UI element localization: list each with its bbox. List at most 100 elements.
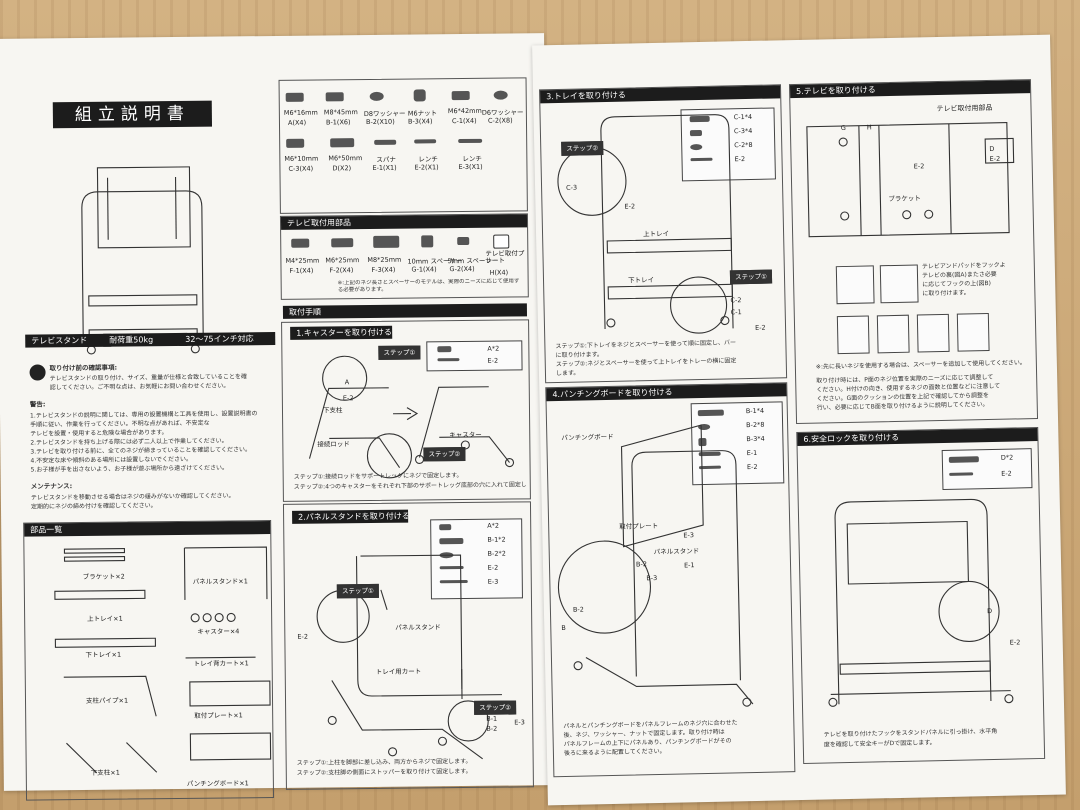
- step6-hardware-box: D*2 E-2: [941, 448, 1033, 491]
- step4-label-b2-callout: B-2: [635, 560, 648, 569]
- hw-code-6: C-2(X8): [487, 116, 513, 125]
- spec-name: テレビスタンド: [25, 333, 112, 348]
- step1-label-a-callout: A: [344, 378, 350, 387]
- step1-drawing: [308, 355, 515, 479]
- step1-tag-2: ステップ②: [423, 446, 466, 462]
- hw-name-10: レンチ: [418, 155, 438, 164]
- tv-stand-illustration: [81, 166, 204, 355]
- step3-label-c2-callout: C-2: [730, 296, 742, 305]
- tv-part-name-6: テレビ取付プレート: [485, 249, 525, 265]
- step3-label-c3-callout: C-3: [566, 183, 578, 192]
- step6-label-e2: E-2: [1001, 469, 1012, 478]
- plate-icon: [493, 234, 510, 249]
- hw-name-7: M6*10mm: [284, 154, 319, 163]
- step4-label-e1-callout: E-1: [683, 561, 695, 570]
- figure-c-box: [836, 315, 870, 355]
- hw-name-5: M6*42mm: [447, 106, 482, 116]
- step2-label-e2-callout: E-2: [297, 632, 308, 641]
- step6-panel: 6.安全ロックを取り付ける D*2 E-2 D E-2 テレビを取り付けたフック…: [796, 426, 1046, 764]
- bolt-icon: [331, 238, 354, 248]
- washer-icon: [369, 91, 384, 101]
- step2-label-tray-cart: トレイ用カート: [375, 667, 422, 676]
- step3-label-e2-callout: E-2: [624, 202, 636, 211]
- part-label-6: トレイ背カート×1: [193, 659, 249, 668]
- hw-code-8: D(X2): [332, 164, 352, 173]
- step3-label-c1-callout: C-1: [730, 308, 742, 317]
- part-label-10: パンチングボード×1: [186, 779, 249, 788]
- step5-text-4: に取り付けます。: [922, 289, 970, 298]
- step1-heading: 1.キャスターを取り付ける: [290, 325, 393, 340]
- tv-part-code-2: F-2(X4): [329, 266, 354, 275]
- hw-code-5: C-1(X4): [451, 116, 477, 126]
- hw-code-9: E-1(X1): [372, 163, 397, 172]
- hw-code-1: A(X4): [287, 118, 307, 127]
- bolt-icon: [451, 90, 470, 101]
- step2-drawing: [316, 554, 502, 760]
- manual-title: 組立説明書: [52, 100, 213, 129]
- figure-b-box: [879, 264, 919, 304]
- nut-icon: [413, 89, 426, 102]
- step1-label-lower-post: 下支柱: [322, 406, 343, 415]
- step6-label-d: D*2: [1000, 453, 1014, 462]
- hw-name-3: D8ワッシャー: [363, 109, 406, 119]
- bolt-icon: [285, 92, 304, 102]
- step1-label-e2-callout: E-2: [342, 394, 354, 403]
- tv-part-code-4: G-1(X4): [411, 265, 437, 274]
- step5-drawing: [806, 122, 1015, 238]
- step4-label-b2-callout-2: B-2: [572, 605, 584, 614]
- tv-parts-note: ※:上記のネジ長さとスペーサーのモデルは、実際のニーズに応じて使用する必要があり…: [337, 278, 520, 294]
- step2-heading: 2.パネルスタンドを取り付ける: [292, 509, 409, 524]
- washer-icon: [493, 90, 508, 100]
- step3-heading: 3.トレイを取り付ける: [540, 85, 781, 104]
- hw-code-4: B-3(X4): [407, 117, 433, 126]
- bolt-icon: [330, 138, 355, 148]
- wrench-icon: [414, 139, 437, 144]
- step6-label-e2-callout: E-2: [1009, 638, 1021, 647]
- caution-line-7: 5.お子様が手を出さないよう、お子様が遊ぶ場所から遠ざけてください。: [30, 464, 229, 474]
- parts-list-heading: 部品一覧: [24, 521, 271, 537]
- part-label-9: 下支柱×1: [90, 768, 120, 777]
- part-label-7: 支柱パイプ×1: [85, 696, 129, 705]
- step3-label-upper-tray: 上トレイ: [642, 229, 670, 239]
- spacer-icon: [421, 235, 434, 248]
- part-label-8: 取付プレート×1: [194, 711, 243, 720]
- bolt-icon: [325, 92, 344, 102]
- figure-e-box: [916, 313, 950, 353]
- step5-panel: 5.テレビを取り付ける テレビ取付用部品 G H E-2 ブラケット D E-2…: [788, 79, 1039, 425]
- tv-parts-heading: テレビ取付用部品: [280, 214, 528, 230]
- step1-label-caster: キャスター: [449, 430, 482, 440]
- hw-name-1: M6*16mm: [283, 108, 318, 117]
- bolt-icon: [291, 238, 310, 248]
- step2-panel: 2.パネルスタンドを取り付ける A*2 B-1*2 B-2*2 E-2 E-3 …: [282, 501, 534, 790]
- figure-a-box: [835, 265, 875, 305]
- step5-label-h: H: [866, 123, 872, 132]
- part-label-2: パネルスタンド×1: [192, 577, 248, 586]
- maintenance-line-2: 定期的にネジの締め付けを確認してください。: [30, 502, 157, 511]
- tv-parts-panel: テレビ取付用部品 M4*25mm F-1(X4) M6*25mm F-2(X4)…: [279, 213, 529, 300]
- step5-heading: 5.テレビを取り付ける: [789, 80, 1031, 99]
- spanner-icon: [374, 139, 397, 145]
- tv-part-code-6: H(X4): [489, 268, 509, 277]
- part-label-3: 上トレイ×1: [87, 614, 123, 623]
- step4-panel: 4.パンチングボードを取り付ける B-1*4 B-2*8 B-3*4 E-1 E…: [545, 382, 796, 778]
- spec-size: 32〜75インチ対応: [179, 331, 276, 346]
- hw-name-6: D6ワッシャー: [481, 108, 524, 117]
- caution-heading: 警告:: [29, 400, 46, 409]
- wrench-icon: [949, 472, 974, 476]
- step4-label-b: B: [561, 623, 566, 633]
- part-label-4: キャスター×4: [197, 627, 240, 636]
- hw-name-2: M8*45mm: [323, 108, 358, 117]
- part-label-1: ブラケット×2: [82, 572, 125, 582]
- step3-drawing: [557, 114, 734, 334]
- step2-label-e3-callout: E-3: [514, 718, 525, 727]
- step2-label-b1-callout: B-1: [486, 714, 498, 723]
- hw-code-3: B-2(X10): [365, 117, 395, 127]
- step1-label-rod: 接続ロッド: [317, 440, 350, 449]
- spacer-icon: [457, 236, 470, 246]
- hw-code-7: C-3(X4): [288, 164, 314, 173]
- step2-tag-2: ステップ②: [474, 700, 517, 715]
- hw-name-9: スパナ: [376, 155, 396, 164]
- wrench-icon: [458, 138, 483, 144]
- step4-label-e3: E-3: [683, 531, 695, 540]
- step5-label-e2: E-2: [913, 162, 925, 171]
